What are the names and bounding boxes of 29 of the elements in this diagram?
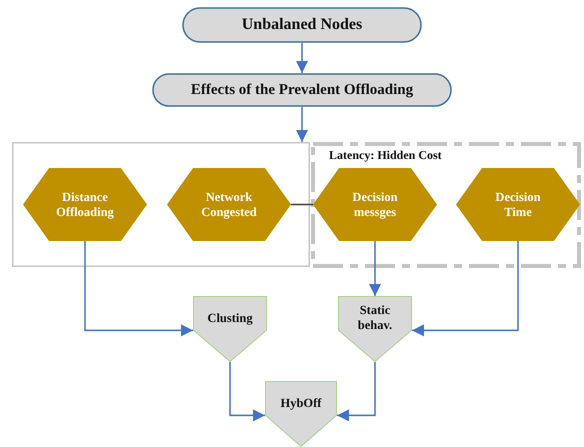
- hexagon-node: [167, 168, 291, 241]
- pentagon-node: [338, 296, 412, 362]
- arrow: [337, 362, 376, 422]
- connector-line: [291, 204, 313, 206]
- node-label: Decision messges: [351, 190, 399, 220]
- arrow: [412, 241, 519, 336]
- hexagon-node: [23, 168, 147, 241]
- pentagon-node: [193, 296, 267, 362]
- node-label: Effects of the Prevalent Offloading: [190, 81, 414, 99]
- arrow: [84, 241, 193, 336]
- rounded-process-box: [182, 7, 422, 43]
- group-heading: Latency: Hidden Cost: [329, 148, 442, 162]
- group-frame: [12, 142, 310, 267]
- hexagon-node: [313, 168, 437, 241]
- node-label: Distance Offloading: [55, 190, 115, 220]
- arrow: [369, 241, 381, 296]
- arrow: [296, 43, 308, 73]
- node-label: Decision Time: [494, 190, 542, 220]
- arrow: [296, 107, 308, 142]
- node-label: Static behav.: [356, 303, 394, 334]
- hexagon-node: [456, 168, 580, 241]
- node-label: HybOff: [280, 396, 322, 411]
- arrow: [229, 362, 265, 422]
- node-label: Network Congested: [200, 190, 258, 220]
- pentagon-node: [265, 381, 337, 447]
- dashed-group-frame: [311, 142, 581, 268]
- node-label: Unbalaned Nodes: [240, 15, 364, 35]
- node-label: Clusting: [206, 310, 254, 326]
- rounded-process-box: [152, 73, 452, 107]
